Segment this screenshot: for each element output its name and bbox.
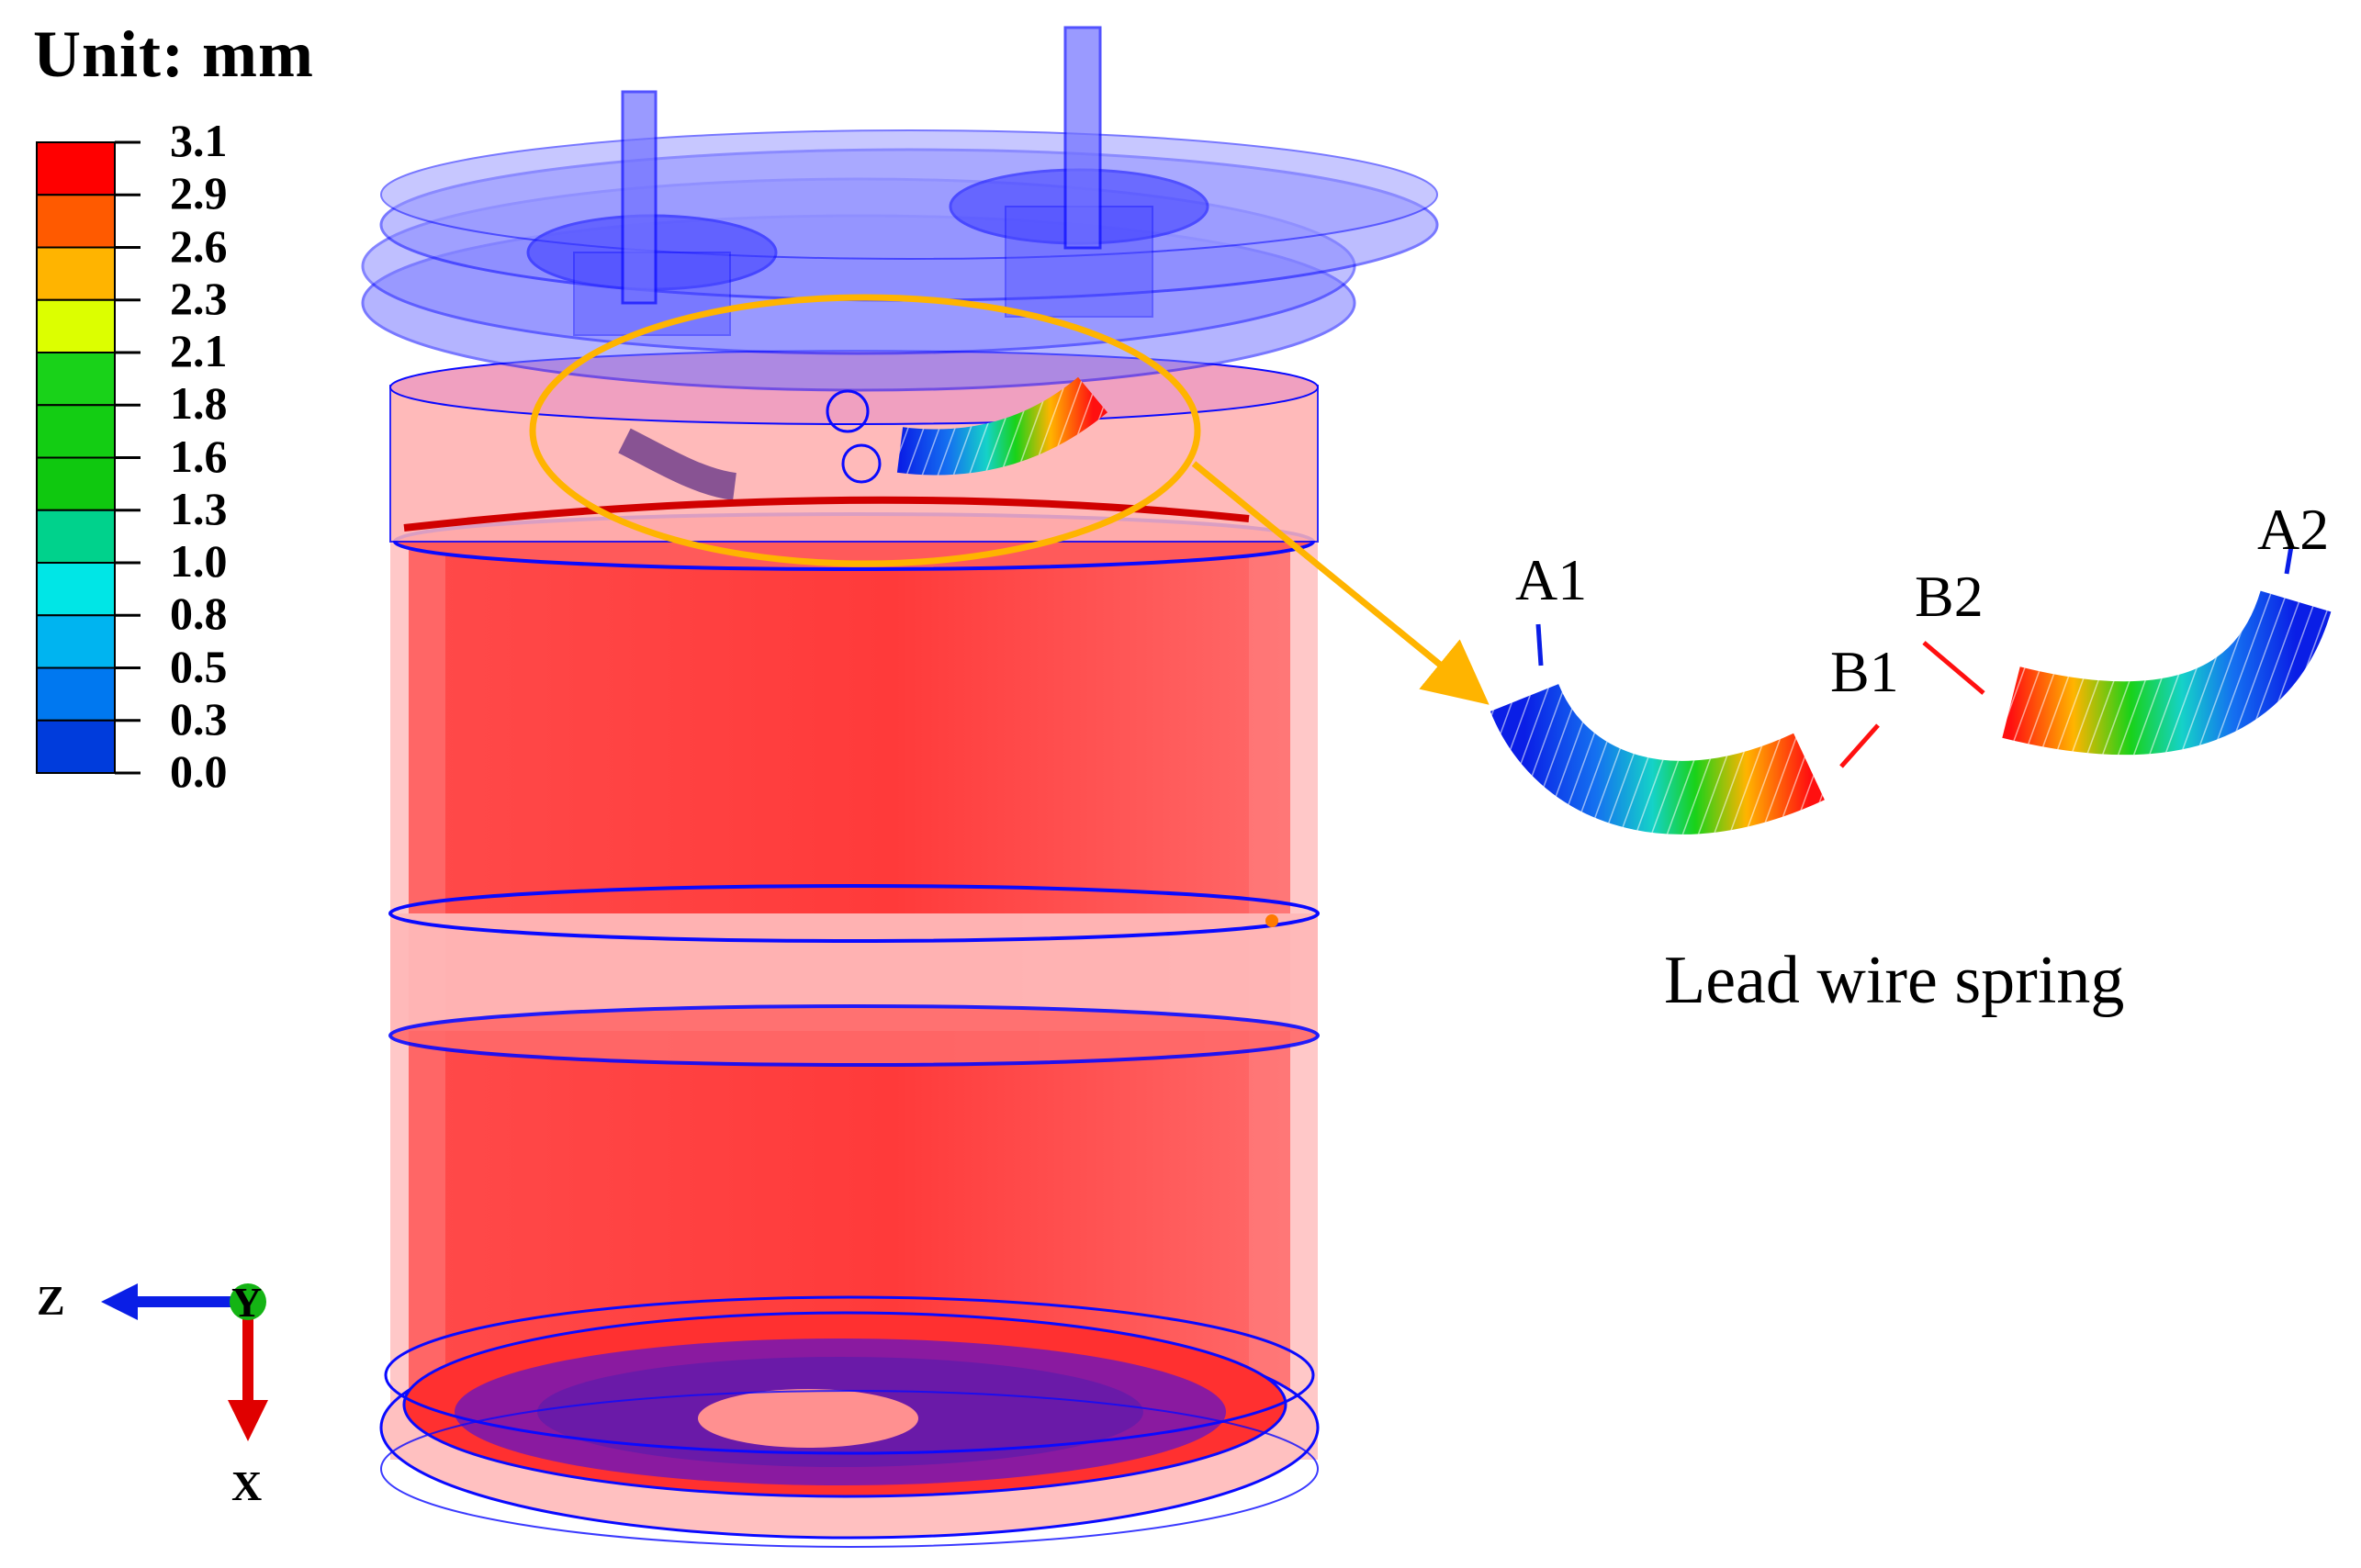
color-legend-bar [36, 140, 141, 775]
legend-tick-label: 0.3 [170, 692, 228, 745]
shaft-left [621, 90, 658, 305]
lead-b2-wire [1922, 641, 1985, 695]
x-axis-head [228, 1400, 268, 1441]
caption: Lead wire spring [1664, 943, 2125, 1018]
axis-label-x: X [231, 1462, 263, 1509]
legend-band [36, 456, 116, 511]
axis-label-y: Y [231, 1279, 263, 1326]
legend-band [36, 194, 116, 249]
legend-band [36, 352, 116, 407]
zoom-arrow [1191, 461, 1490, 705]
legend-tick-label: 1.8 [170, 377, 228, 430]
label-b2: B2 [1915, 564, 1984, 629]
label-a1: A1 [1515, 547, 1588, 612]
legend-tick-label: 1.0 [170, 535, 228, 587]
legend-title: Unit: mm [33, 17, 314, 91]
lead-a2-wire [2284, 545, 2294, 575]
legend-tick-label: 2.3 [170, 272, 228, 324]
legend-tick-label: 0.8 [170, 588, 228, 640]
legend-tick-label: 0.5 [170, 640, 228, 692]
z-axis-head [101, 1283, 138, 1320]
axis-label-z: Z [37, 1277, 65, 1324]
legend-band [36, 404, 116, 459]
shaft-right [1063, 26, 1102, 250]
spring-left-coil [1490, 682, 1825, 834]
legend-tick-label: 2.1 [170, 325, 228, 376]
lead-b1-wire [1839, 723, 1880, 768]
legend-band [36, 666, 116, 722]
label-a2: A2 [2257, 497, 2330, 562]
spring-right-coil [2002, 589, 2332, 756]
legend-tick-label: 2.9 [170, 167, 228, 219]
legend-tick-label: 0.0 [170, 745, 228, 797]
inner-spring-left [618, 428, 737, 500]
legend-band [36, 298, 116, 353]
inner-gear-2 [841, 443, 882, 484]
legend-tick-label: 2.6 [170, 219, 228, 272]
band-top-edge [388, 884, 1320, 943]
legend-tick-label: 3.1 [170, 115, 228, 166]
legend-band [36, 562, 116, 617]
spring-left [1490, 623, 1880, 834]
band-marker [1265, 914, 1278, 927]
base-hole [698, 1389, 918, 1448]
legend-band [36, 141, 116, 196]
base-bottom-line [380, 1390, 1319, 1548]
legend-tick-label: 1.3 [170, 482, 228, 534]
legend-band [36, 509, 116, 564]
spring-right [1922, 545, 2332, 756]
highlight-ellipse [529, 294, 1201, 567]
inner-spring-right-coil [896, 376, 1107, 476]
base-rim [384, 1295, 1315, 1455]
legend-band [36, 614, 116, 669]
band-bottom-edge [388, 1004, 1320, 1067]
legend-band [36, 246, 116, 301]
lead-a1-wire [1535, 623, 1544, 666]
legend-band [36, 719, 116, 774]
coordinate-triad [101, 1283, 268, 1441]
inner-gear-1 [826, 389, 870, 433]
label-b1: B1 [1830, 639, 1899, 704]
cylinder-assembly [361, 26, 1439, 1548]
legend-tick-label: 1.6 [170, 430, 228, 482]
y-axis-dot [230, 1283, 266, 1320]
